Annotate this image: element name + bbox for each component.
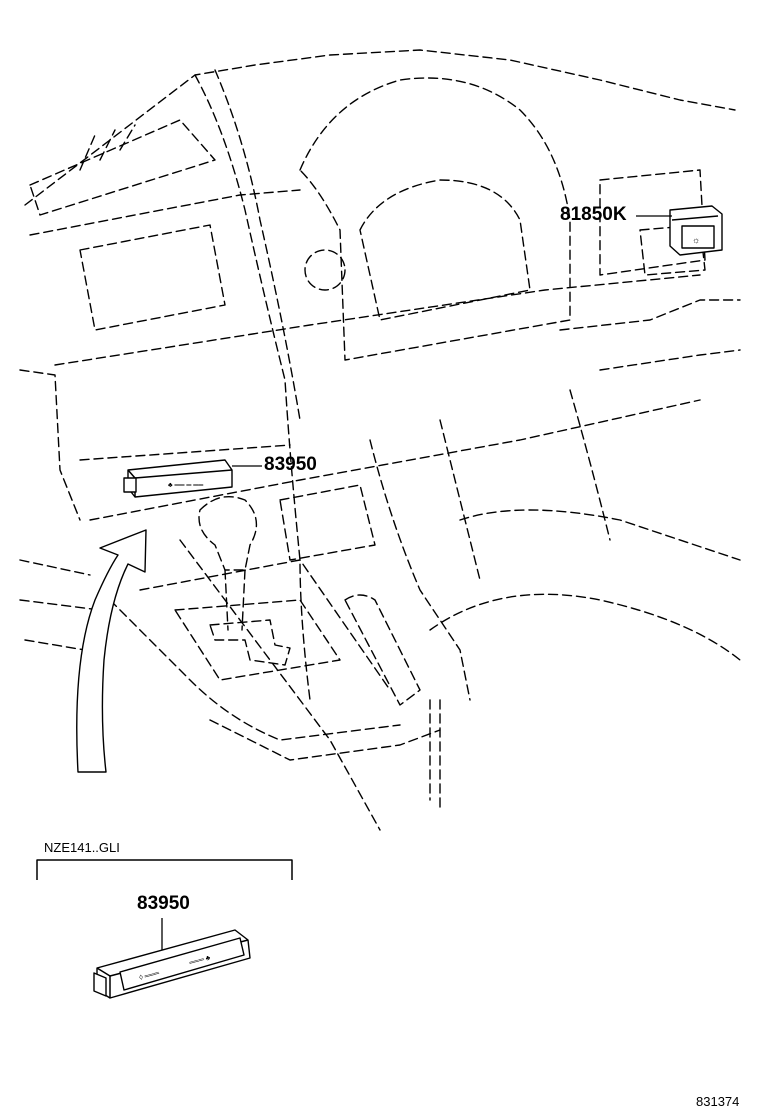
ignition-knob [304, 249, 346, 291]
shift-knob [198, 496, 258, 571]
steering-column [359, 179, 531, 321]
instrument-hood [299, 77, 571, 361]
vent-slats [79, 124, 136, 171]
console-side [369, 439, 471, 701]
console-front [429, 699, 441, 811]
right-door-line [439, 419, 481, 581]
lower-stack-line [79, 444, 291, 461]
parking-brake [344, 594, 421, 706]
illustration-number: 831374 [696, 1094, 740, 1109]
right-seat-line [459, 509, 741, 561]
switch-81850k: ☼ [669, 205, 723, 256]
variant-bracket [36, 859, 293, 880]
right-seat-cushion [429, 593, 741, 661]
shift-gate [174, 599, 341, 681]
shift-lever [224, 569, 246, 631]
console-edge-line [89, 399, 701, 521]
right-seat-back [569, 389, 611, 541]
shift-slot [209, 619, 291, 666]
console-box [279, 484, 376, 561]
defroster-vent [29, 119, 216, 216]
left-floor-line [19, 559, 101, 651]
label-83950-variant: 83950 [137, 893, 190, 914]
svg-text:☼: ☼ [692, 235, 700, 245]
left-edge [19, 369, 81, 521]
console-inner [139, 559, 391, 691]
driver-seat-line [179, 539, 381, 831]
label-variant-title: NZE141..GLI [44, 840, 120, 855]
dashboard-outline [24, 49, 736, 206]
direction-arrow [76, 529, 147, 773]
switch-83950-variant: ◊ ═══ ═══ ♣ [93, 929, 251, 999]
label-83950-main: 83950 [264, 454, 317, 475]
console-rear [209, 719, 441, 761]
right-dash-panel [599, 169, 706, 276]
left-pillar [194, 74, 311, 701]
right-switch-recess [639, 224, 706, 276]
upper-panel-line [29, 189, 301, 236]
audio-panel [79, 224, 226, 331]
svg-text:♣ ══ ═ ══: ♣ ══ ═ ══ [168, 482, 203, 489]
left-pillar-inner [214, 69, 301, 421]
lower-dash-right [599, 349, 741, 371]
console-left [109, 599, 401, 741]
center-stack-line [54, 274, 701, 366]
glovebox-line [559, 299, 741, 331]
label-81850k: 81850K [560, 204, 627, 225]
switch-83950-main: ♣ ══ ═ ══ [123, 459, 233, 498]
